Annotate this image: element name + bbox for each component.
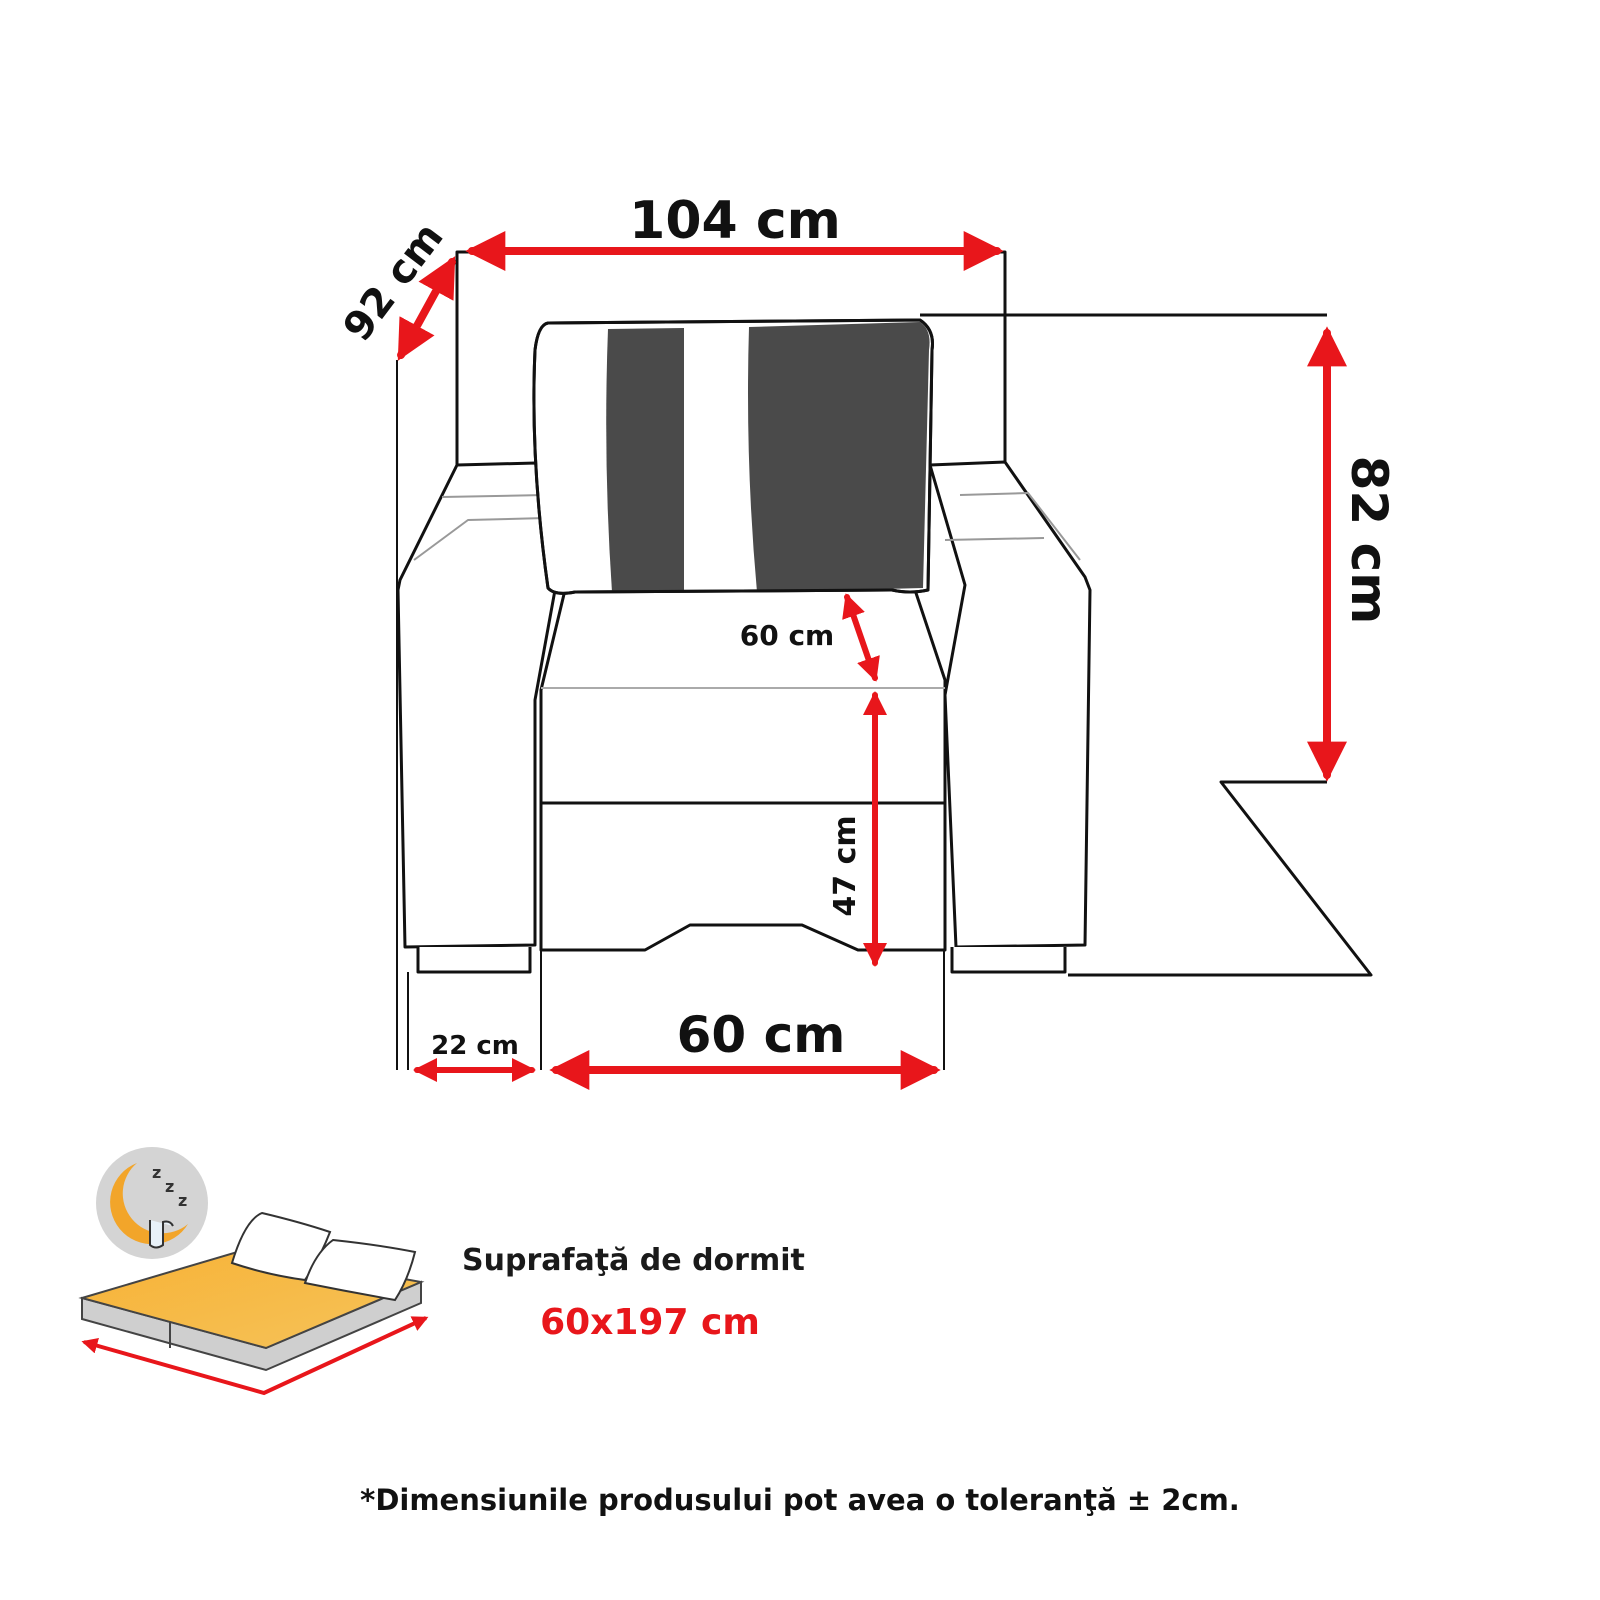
sleeping-surface-label: Suprafaţă de dormit <box>462 1243 805 1278</box>
sleeping-surface-value: 60x197 cm <box>540 1302 760 1343</box>
right-armrest <box>928 460 1092 949</box>
back-stripe-left <box>606 328 684 592</box>
moon-icon <box>110 1163 188 1245</box>
armchair-drawing <box>396 250 1373 1070</box>
armrest-width-label: 22 cm <box>431 1031 519 1061</box>
right-leg <box>950 947 1067 974</box>
bed-sleep-icon: z z z <box>78 1147 429 1396</box>
seat-depth-label: 60 cm <box>740 619 835 652</box>
svg-text:z: z <box>178 1191 187 1210</box>
height-label: 82 cm <box>1340 456 1398 625</box>
left-armrest <box>396 461 557 949</box>
floor-outline <box>920 313 1373 977</box>
seat-height-label: 47 cm <box>828 815 863 916</box>
left-leg <box>416 947 532 974</box>
svg-text:z: z <box>152 1163 161 1182</box>
back-stripe-right <box>748 322 930 592</box>
svg-text:z: z <box>165 1177 174 1196</box>
depth-label: 92 cm <box>335 214 453 349</box>
tolerance-footnote: *Dimensiunile produsului pot avea o tole… <box>360 1483 1240 1517</box>
depth-arrow <box>397 256 456 361</box>
width-label: 104 cm <box>629 191 841 251</box>
seat-depth-arrow <box>842 593 880 682</box>
seat-base <box>539 801 947 952</box>
pillow-right <box>303 1238 417 1302</box>
dimension-arrows <box>397 231 1347 1090</box>
pillow-left <box>230 1211 332 1282</box>
seat-width-label: 60 cm <box>677 1006 846 1064</box>
